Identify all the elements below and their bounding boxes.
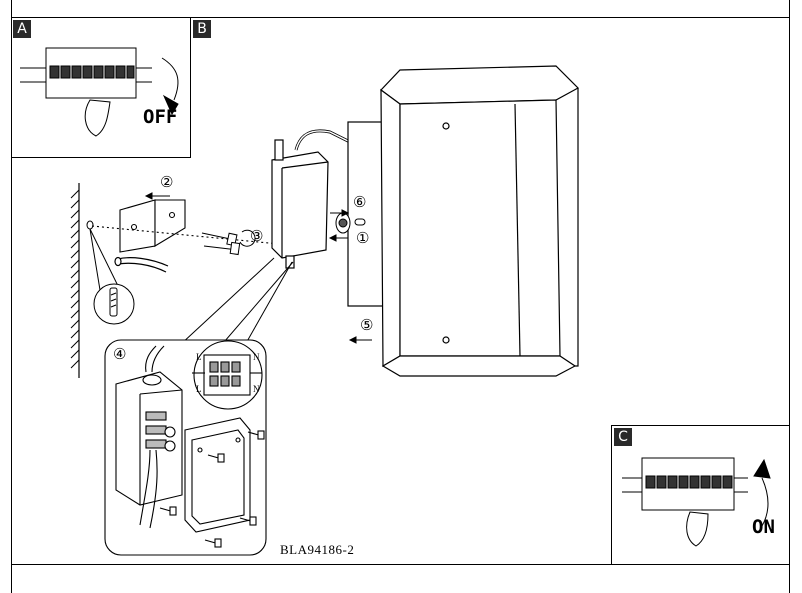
step-4-label: ④ bbox=[113, 347, 127, 363]
step-6-label: ⑥ bbox=[353, 195, 367, 211]
panel-c-tag: C bbox=[614, 428, 632, 446]
mounting-bracket-icon bbox=[91, 199, 301, 253]
junction-box-icon bbox=[271, 129, 351, 269]
step-2-label: ② bbox=[160, 175, 174, 191]
wall-plug-icon bbox=[86, 220, 135, 325]
side-screw-icon bbox=[328, 209, 366, 242]
panel-a-tag: A bbox=[13, 20, 31, 38]
instruction-sheet-frame bbox=[11, 17, 790, 565]
cover-screws-icon bbox=[159, 430, 265, 548]
terminal-label-l-bottom: L bbox=[196, 384, 202, 394]
cable-icon bbox=[114, 256, 169, 273]
wall-icon bbox=[70, 183, 80, 378]
breaker-off-icon bbox=[20, 47, 179, 137]
panel-c bbox=[611, 425, 790, 565]
top-border bbox=[11, 0, 790, 18]
step-1-label: ① bbox=[356, 231, 370, 247]
wall-lamp-icon bbox=[347, 65, 579, 377]
switch-on-label: ON bbox=[752, 516, 775, 538]
panel-a bbox=[11, 17, 191, 158]
screws-icon bbox=[201, 229, 256, 256]
breaker-on-icon bbox=[622, 457, 771, 547]
terminal-label-n-bottom: N bbox=[253, 384, 260, 394]
switch-off-label: OFF bbox=[143, 106, 178, 128]
panel-b-tag: B bbox=[193, 20, 211, 38]
step-3-label: ③ bbox=[250, 229, 264, 245]
terminal-label-n-top: N bbox=[253, 352, 260, 362]
terminal-label-l-top: L bbox=[196, 352, 202, 362]
bottom-border bbox=[11, 565, 790, 593]
wiring-detail-icon bbox=[104, 339, 267, 556]
document-code: BLA94186-2 bbox=[280, 542, 355, 557]
step-5-label: ⑤ bbox=[360, 318, 374, 334]
